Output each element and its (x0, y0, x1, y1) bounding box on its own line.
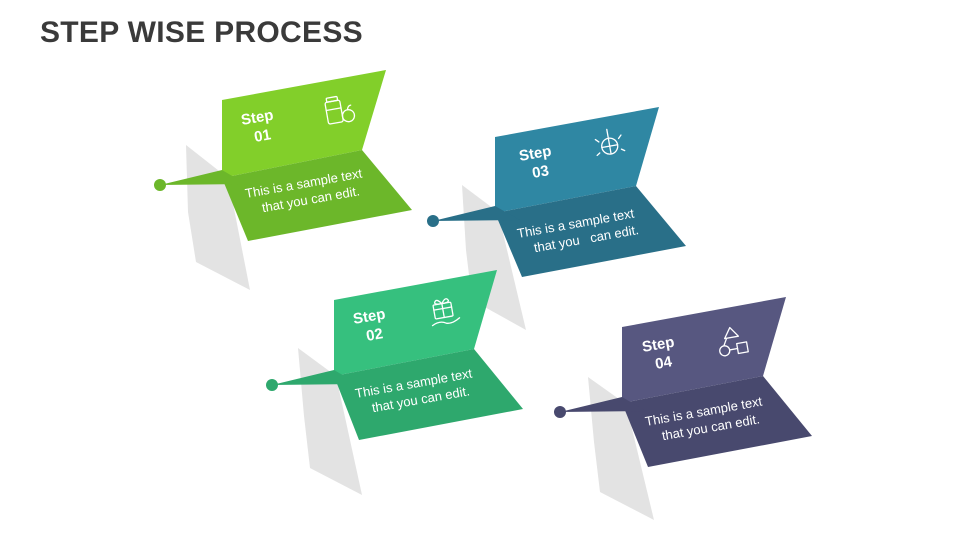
step-01-bottom-panel (222, 150, 412, 241)
step-03-top-panel (495, 107, 659, 213)
step-04-bottom-panel (622, 376, 812, 467)
step-03-number: 03 (531, 162, 550, 182)
step-04-top-panel (622, 297, 786, 403)
step-03-bottom-panel (495, 186, 686, 277)
step-03-pointer (433, 206, 520, 221)
step-02-number: 02 (365, 325, 384, 345)
step-04-pointer (560, 397, 646, 412)
step-04-shadow (588, 377, 654, 520)
step-02-bottom-panel (334, 349, 523, 440)
step-04: Step 04 This is a sample text that you c… (554, 297, 812, 520)
step-02: Step 02 This is a sample text that you c… (266, 270, 523, 495)
step-04-number: 04 (654, 353, 674, 373)
step-02-shadow (298, 348, 362, 495)
step-01-label: Step (240, 107, 275, 129)
jar-apple-icon (324, 95, 356, 125)
step-04-dot (554, 406, 566, 418)
page-title: STEP WISE PROCESS (40, 16, 363, 49)
step-03-label: Step (518, 143, 553, 165)
step-02-top-panel (334, 270, 497, 376)
disco-ball-icon (594, 128, 626, 157)
step-04-label: Step (641, 334, 676, 356)
step-01-dot (154, 179, 166, 191)
step-01-pointer (160, 170, 246, 185)
shapes-icon (719, 326, 749, 357)
step-01-number: 01 (253, 126, 272, 146)
step-03: Step 03 This is a sample text that you c… (427, 107, 686, 330)
step-02-label: Step (352, 306, 387, 328)
gift-hand-icon (431, 298, 461, 327)
step-03-dot (427, 215, 439, 227)
step-01: Step 01 This is a sample text that you c… (154, 70, 412, 290)
step-02-pointer (272, 370, 358, 385)
step-01-top-panel (222, 70, 386, 178)
step-02-dot (266, 379, 278, 391)
